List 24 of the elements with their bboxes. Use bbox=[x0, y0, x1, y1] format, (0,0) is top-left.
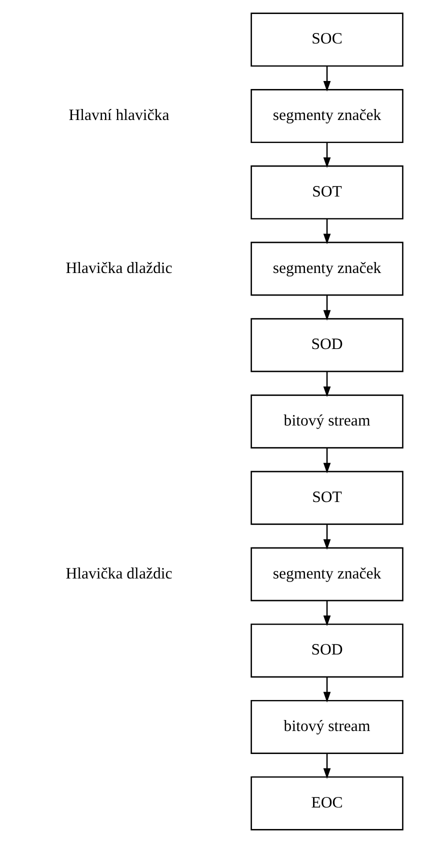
arrow bbox=[322, 372, 330, 397]
arrow bbox=[322, 600, 330, 626]
node-box: bitový stream bbox=[250, 394, 403, 448]
arrow bbox=[322, 754, 330, 779]
node-box: EOC bbox=[250, 776, 403, 830]
node-box: bitový stream bbox=[250, 700, 403, 754]
arrow bbox=[322, 524, 330, 550]
arrow bbox=[322, 448, 330, 474]
arrow bbox=[322, 677, 330, 702]
node-box: SOC bbox=[250, 12, 403, 67]
label: Hlavní hlavička bbox=[68, 107, 169, 124]
node-box: SOT bbox=[250, 165, 403, 220]
arrow bbox=[322, 66, 330, 92]
node-box: segmenty značek bbox=[250, 242, 403, 296]
node-box: SOT bbox=[250, 470, 403, 525]
arrow bbox=[322, 295, 330, 321]
node-box: SOD bbox=[250, 624, 403, 678]
node-box: segmenty značek bbox=[250, 89, 403, 144]
label: Hlavička dlaždic bbox=[65, 260, 172, 277]
arrow bbox=[322, 219, 330, 244]
arrow bbox=[322, 142, 330, 168]
label: Hlavička dlaždic bbox=[65, 565, 172, 582]
node-box: segmenty značek bbox=[250, 547, 403, 602]
node-box: SOD bbox=[250, 318, 403, 372]
